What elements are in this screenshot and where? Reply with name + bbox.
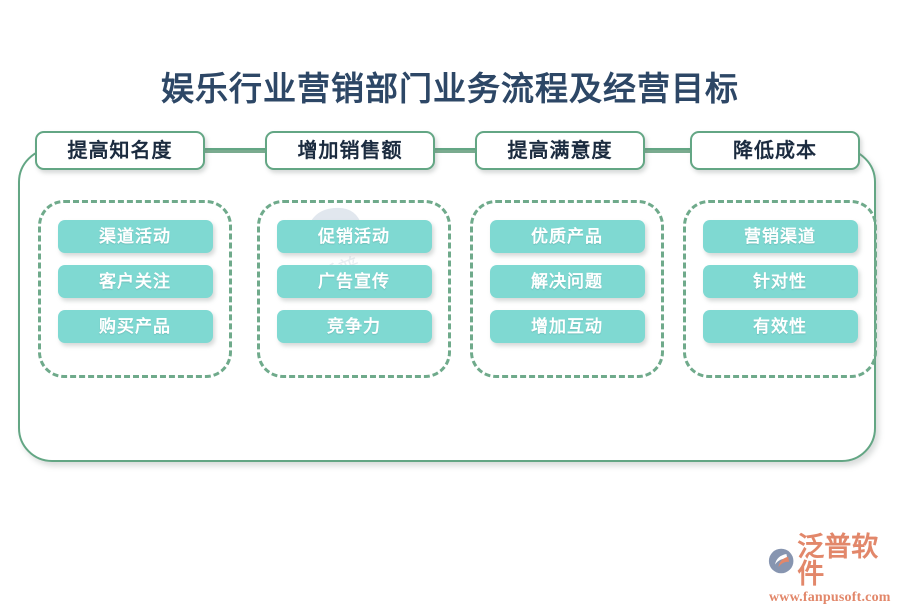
brand-name: 泛普软件: [797, 532, 879, 589]
item-label: 促销活动: [318, 227, 390, 246]
item-pill[interactable]: 客户关注: [57, 265, 213, 298]
item-label: 营销渠道: [744, 227, 816, 246]
connector-line-1: [205, 150, 265, 153]
item-label: 广告宣传: [318, 272, 390, 291]
item-pill[interactable]: 增加互动: [489, 310, 645, 343]
connector-line-3: [645, 150, 690, 153]
item-label: 渠道活动: [99, 227, 171, 246]
brand-url: www.fanpusoft.com: [769, 590, 891, 605]
item-pill[interactable]: 营销渠道: [702, 220, 858, 253]
goal-box-1[interactable]: 提高知名度: [35, 131, 205, 170]
item-label: 增加互动: [531, 317, 603, 336]
goal-label-1: 提高知名度: [67, 139, 173, 162]
item-pill[interactable]: 促销活动: [276, 220, 432, 253]
item-label: 客户关注: [99, 272, 171, 291]
item-pill[interactable]: 购买产品: [57, 310, 213, 343]
brand-row: 泛普软件: [768, 534, 892, 588]
item-pill[interactable]: 渠道活动: [57, 220, 213, 253]
goal-box-4[interactable]: 降低成本: [690, 131, 860, 170]
goal-box-2[interactable]: 增加销售额: [265, 131, 435, 170]
item-label: 针对性: [753, 272, 807, 291]
item-pill[interactable]: 优质产品: [489, 220, 645, 253]
goal-group-2: 促销活动 广告宣传 竞争力: [257, 200, 451, 378]
item-pill[interactable]: 有效性: [702, 310, 858, 343]
fanpu-swirl-icon: [768, 548, 794, 574]
goal-label-3: 提高满意度: [507, 139, 613, 162]
item-pill[interactable]: 广告宣传: [276, 265, 432, 298]
item-label: 购买产品: [99, 317, 171, 336]
goal-label-2: 增加销售额: [297, 139, 403, 162]
item-pill[interactable]: 针对性: [702, 265, 858, 298]
item-pill[interactable]: 解决问题: [489, 265, 645, 298]
item-label: 竞争力: [327, 317, 381, 336]
goal-group-4: 营销渠道 针对性 有效性: [683, 200, 877, 378]
goal-box-3[interactable]: 提高满意度: [475, 131, 645, 170]
goal-group-1: 渠道活动 客户关注 购买产品: [38, 200, 232, 378]
brand-logo: 泛普软件 www.fanpusoft.com: [768, 534, 892, 605]
item-pill[interactable]: 竞争力: [276, 310, 432, 343]
goal-label-4: 降低成本: [733, 139, 817, 162]
item-label: 解决问题: [531, 272, 603, 291]
goal-group-3: 优质产品 解决问题 增加互动: [470, 200, 664, 378]
item-label: 优质产品: [531, 227, 603, 246]
page-title: 娱乐行业营销部门业务流程及经营目标: [161, 72, 739, 108]
item-label: 有效性: [753, 317, 807, 336]
connector-line-2: [435, 150, 475, 153]
